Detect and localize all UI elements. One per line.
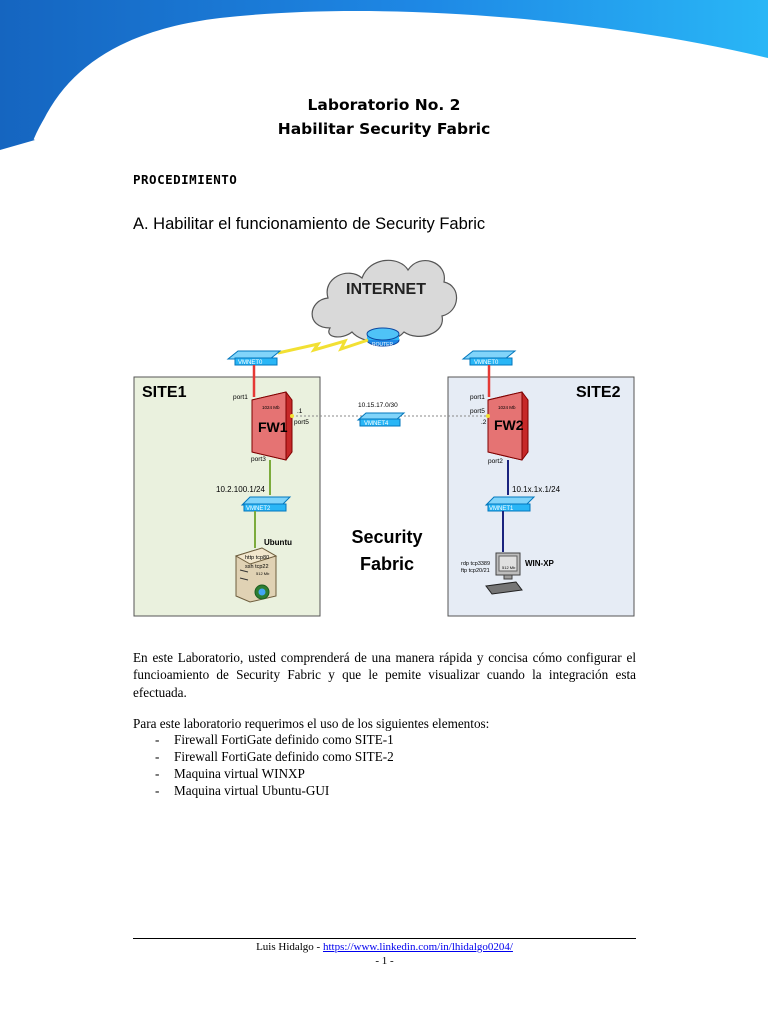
- section-a-heading: A. Habilitar el funcionamiento de Securi…: [133, 215, 486, 233]
- winxp-pc-icon: [485, 552, 523, 595]
- list-item: Firewall FortiGate definido como SITE-2: [133, 748, 394, 765]
- network-diagram: SITE1 SITE2 INTERNET ROUTER VMNET0 VMNET…: [133, 259, 635, 617]
- fw1-port3: port3: [251, 456, 266, 463]
- footer-divider: [133, 938, 636, 939]
- vmnet0-right-label: VMNET0: [474, 360, 499, 366]
- ubuntu-svc-ssh: ssh tcp22: [245, 564, 269, 570]
- page-title-line1: Laboratorio No. 2: [307, 96, 461, 114]
- page-title-line2: Habilitar Security Fabric: [277, 120, 491, 138]
- firewall-fw2: 1024 Mb FW2: [487, 391, 529, 461]
- security-fabric-line2: Fabric: [360, 554, 414, 574]
- footer-linkedin-link[interactable]: https://www.linkedin.com/in/lhidalgo0204…: [322, 941, 513, 953]
- switch-vmnet2: VMNET2: [240, 496, 292, 512]
- fw1-port5: port5: [294, 419, 309, 426]
- fw1-port5-ip: .1: [297, 408, 303, 415]
- winxp-mem: 512 Mb: [502, 565, 516, 570]
- site1-lan-ip: 10.2.100.1/24: [216, 485, 265, 494]
- vmnet0-left-label: VMNET0: [238, 360, 263, 366]
- switch-vmnet0-left: VMNET0: [226, 350, 282, 366]
- winxp-svc-ftp: ftp tcp20/21: [461, 568, 490, 574]
- router-label: ROUTER: [372, 342, 394, 348]
- security-fabric-line1: Security: [351, 527, 422, 547]
- site2-lan-ip: 10.1x.1x.1/24: [512, 485, 561, 494]
- requirements-list: Firewall FortiGate definido como SITE-1 …: [133, 731, 394, 799]
- link-subnet: 10.15.17.0/30: [358, 402, 398, 409]
- ubuntu-svc-http: http tcp80: [245, 555, 269, 561]
- wan-lightning: [277, 338, 369, 355]
- ubuntu-mem: 512 Mb: [256, 571, 270, 576]
- switch-vmnet4: VMNET4: [356, 412, 406, 427]
- list-item: Maquina virtual WINXP: [133, 765, 394, 782]
- site2-label: SITE2: [576, 384, 621, 401]
- vmnet1-label: VMNET1: [489, 506, 514, 512]
- winxp-svc-rdp: rdp tcp3389: [461, 561, 490, 567]
- site2-box: [447, 376, 635, 617]
- switch-vmnet0-right: VMNET0: [461, 350, 517, 366]
- intro-paragraph: En este Laboratorio, usted comprenderá d…: [133, 650, 636, 700]
- requirements-intro: Para este laboratorio requerimos el uso …: [133, 716, 490, 731]
- header-banner: [0, 0, 768, 150]
- procedure-heading: PROCEDIMIENTO: [133, 172, 238, 187]
- fw2-port5: port5: [470, 408, 485, 415]
- fw1-port1: port1: [233, 394, 248, 401]
- fw2-port5-ip: .2: [481, 419, 487, 426]
- winxp-label: WIN-XP: [525, 559, 555, 568]
- fw1-speed: 1024 Mb: [262, 405, 280, 410]
- internet-label: INTERNET: [346, 281, 426, 298]
- fw2-port2: port2: [488, 458, 503, 465]
- list-item: Firewall FortiGate definido como SITE-1: [133, 731, 394, 748]
- ubuntu-label: Ubuntu: [264, 538, 292, 547]
- fw2-speed: 1024 Mb: [498, 405, 516, 410]
- fw2-port1: port1: [470, 394, 485, 401]
- page-number: - 1 -: [375, 955, 394, 967]
- internet-cloud: INTERNET: [311, 259, 458, 343]
- vmnet4-label: VMNET4: [364, 421, 389, 427]
- ubuntu-server-icon: [234, 547, 278, 603]
- firewall-fw1: 1024 Mb FW1: [251, 391, 293, 461]
- vmnet2-label: VMNET2: [246, 506, 271, 512]
- fw2-label: FW2: [494, 417, 524, 433]
- switch-vmnet1: VMNET1: [484, 496, 536, 512]
- page-footer: Luis Hidalgo - https://www.linkedin.com/…: [133, 940, 636, 968]
- site1-label: SITE1: [142, 384, 187, 401]
- footer-author: Luis Hidalgo -: [256, 941, 323, 953]
- fw1-label: FW1: [258, 419, 288, 435]
- router-icon: ROUTER: [366, 327, 400, 348]
- list-item: Maquina virtual Ubuntu-GUI: [133, 782, 394, 799]
